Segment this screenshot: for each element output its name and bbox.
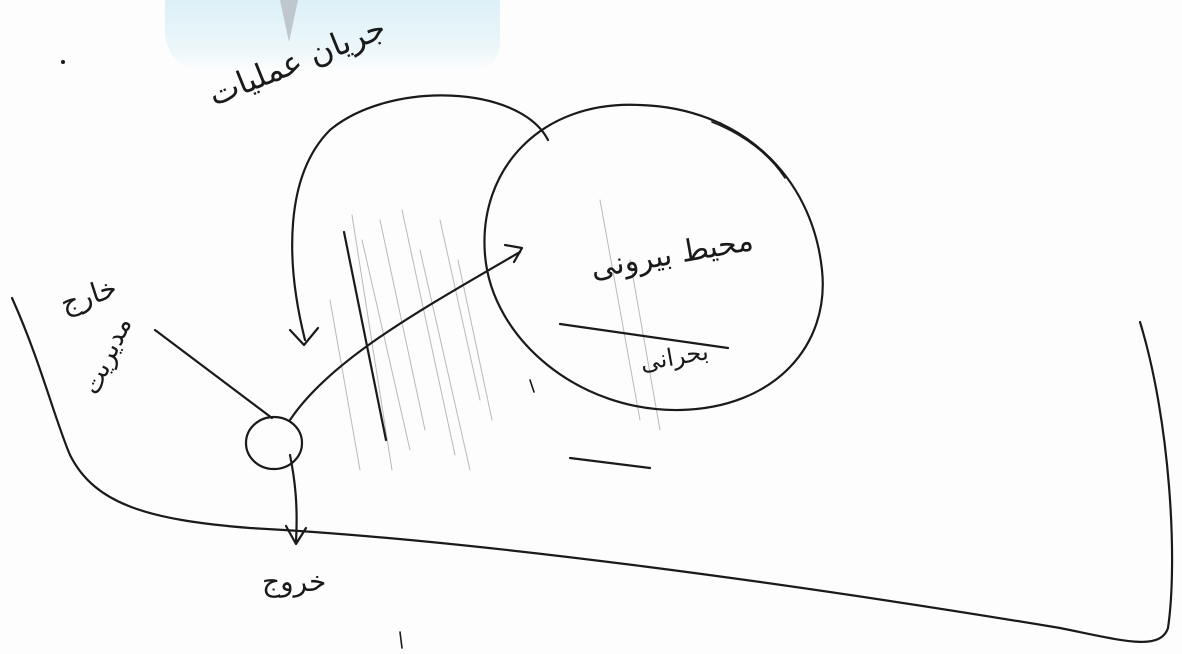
- circle-double-stroke: [711, 121, 786, 179]
- short-line: [568, 456, 652, 470]
- dot-mark: [61, 60, 65, 64]
- small-node-circle: [244, 415, 304, 471]
- circle-divider-line: [558, 322, 730, 350]
- tape-smudge: [165, 0, 500, 72]
- outer-boundary: [10, 296, 1174, 643]
- stray-mark-2: [399, 631, 403, 649]
- background-hatching: [329, 199, 661, 471]
- output-arrow: [288, 453, 298, 544]
- arrow-head-circle: [503, 243, 524, 264]
- feedback-arc-arrow: [291, 94, 550, 342]
- bottom-label: خروج: [262, 565, 327, 598]
- input-line: [153, 328, 274, 420]
- vertical-stroke: [342, 230, 388, 442]
- stray-mark-1: [529, 379, 535, 393]
- arrow-head-feedback: [288, 326, 320, 347]
- arrow-head-output: [284, 524, 308, 546]
- node-to-circle-arrow: [288, 250, 522, 422]
- tape-arrow-mark: [280, 0, 298, 42]
- main-circle: [483, 103, 824, 412]
